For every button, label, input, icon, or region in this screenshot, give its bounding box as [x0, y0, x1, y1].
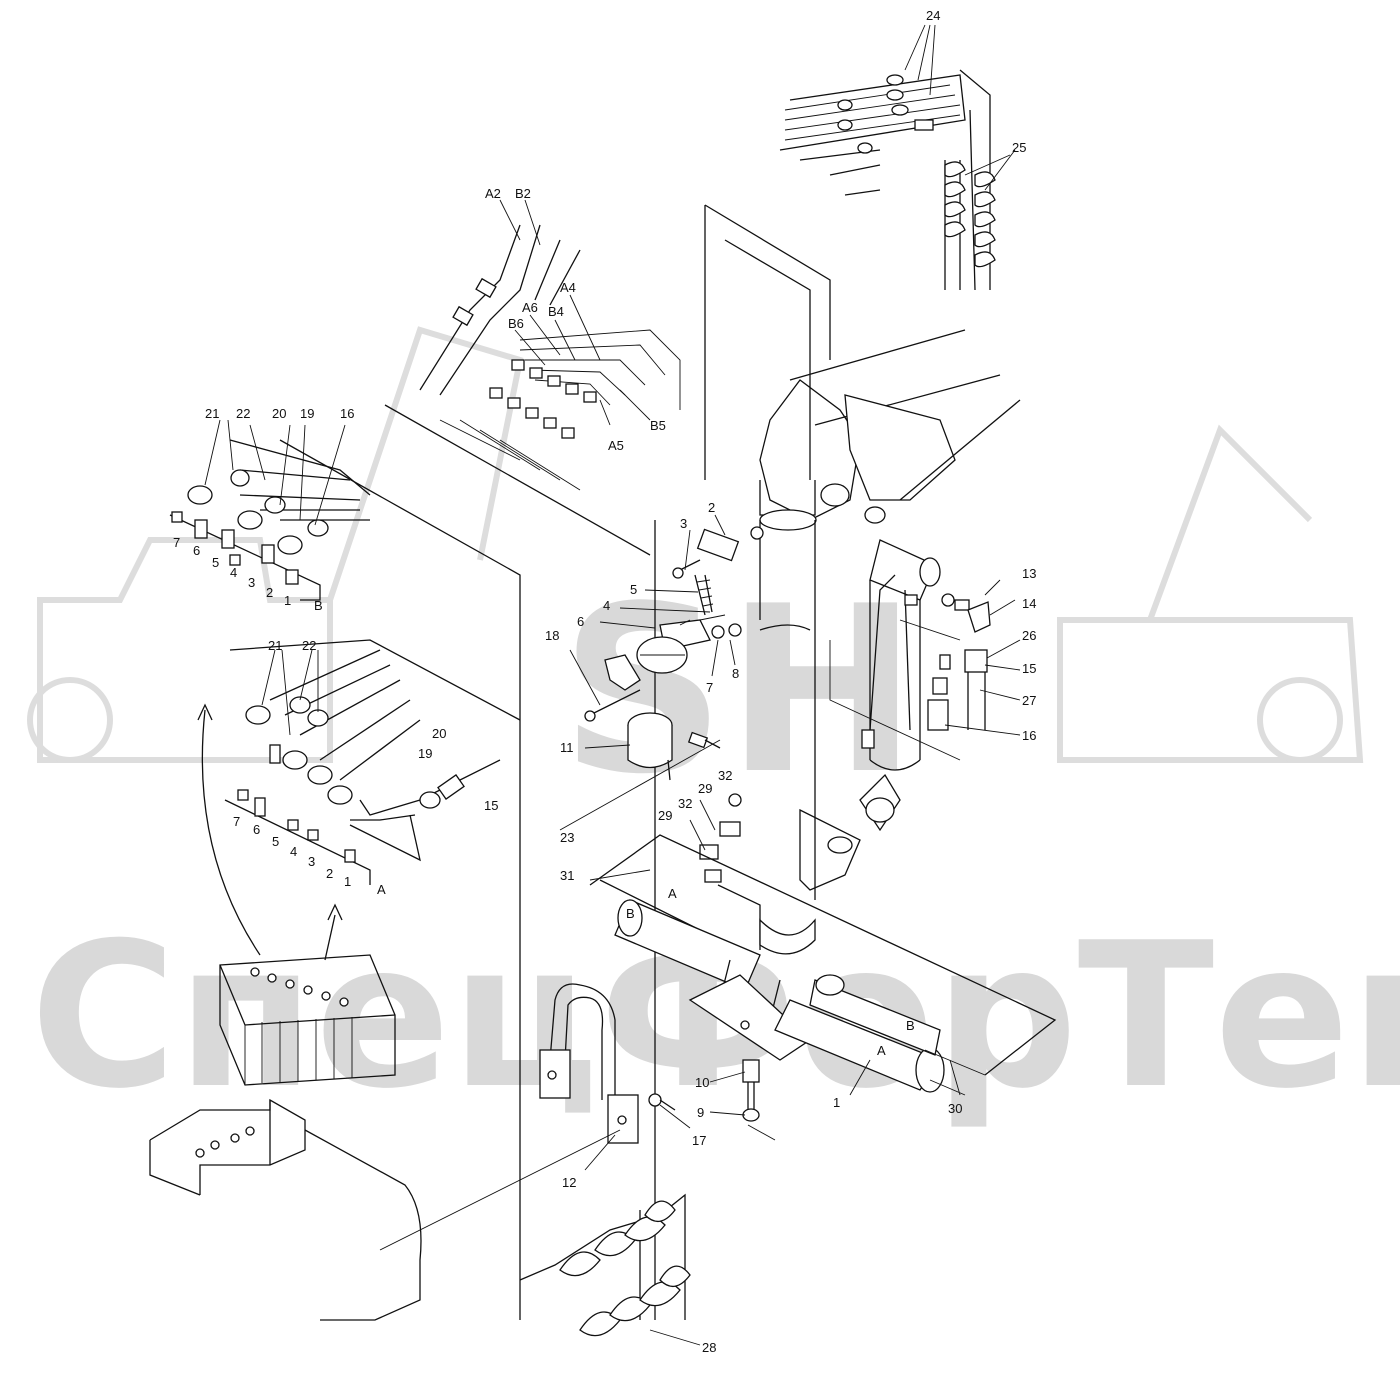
callout-23: 23: [560, 830, 574, 845]
callout-21-lower: 21: [268, 638, 282, 653]
callout-A2: A2: [485, 186, 501, 201]
callout-20-lower: 20: [432, 726, 446, 741]
callout-2-lower: 2: [326, 866, 333, 881]
callout-6: 6: [577, 614, 584, 629]
cylinder-fittings: [927, 579, 1021, 736]
callout-31: 31: [560, 868, 574, 883]
callout-26: 26: [1022, 628, 1036, 643]
callout-port-B-motor: B: [906, 1018, 915, 1033]
tank: [149, 1098, 422, 1321]
callout-3-upper: 3: [248, 575, 255, 590]
lower-travel-motors: [589, 834, 1057, 1093]
callout-15-lower: 15: [484, 798, 498, 813]
callout-B4: B4: [548, 304, 564, 319]
hose-clamp: [539, 983, 776, 1144]
callouts: 24 25 A2 B2 A4 A6 B4 B6 B5 A5 21 22 20 1…: [173, 8, 1036, 1355]
callout-29-upper: 29: [698, 781, 712, 796]
watermark-wheel-right: [1257, 677, 1343, 763]
callout-17: 17: [692, 1133, 706, 1148]
leader-lines: [379, 199, 966, 1251]
watermark-boom-right: [1147, 424, 1313, 622]
watermark-excavator-left: [37, 537, 333, 763]
watermark-logo: SH: [560, 558, 918, 825]
callout-A4: A4: [560, 280, 576, 295]
callout-3: 3: [680, 516, 687, 531]
control-valve-sections: [250, 967, 353, 1083]
callout-27: 27: [1022, 693, 1036, 708]
callout-30: 30: [948, 1101, 962, 1116]
upper-fittings: [489, 359, 597, 439]
callout-11: 11: [560, 740, 574, 755]
callout-5-upper: 5: [212, 555, 219, 570]
callout-7-lower: 7: [233, 814, 240, 829]
callout-A6: A6: [522, 300, 538, 315]
callout-1-upper: 1: [284, 593, 291, 608]
upper-hose-bundle: [419, 224, 681, 491]
callout-32-upper: 32: [718, 768, 732, 783]
callout-10: 10: [695, 1075, 709, 1090]
callout-7-upper: 7: [173, 535, 180, 550]
callout-13: 13: [1022, 566, 1036, 581]
callout-15: 15: [1022, 661, 1036, 676]
callout-port-B: B: [626, 906, 635, 921]
callout-4-lower: 4: [290, 844, 297, 859]
callout-1-lower: 1: [344, 874, 351, 889]
callout-25: 25: [1012, 140, 1026, 155]
callout-20-upper: 20: [272, 406, 286, 421]
callout-1: 1: [833, 1095, 840, 1110]
callout-8: 8: [732, 666, 739, 681]
callout-5: 5: [630, 582, 637, 597]
callout-B-upper: B: [314, 598, 323, 613]
callout-2: 2: [708, 500, 715, 515]
callout-9: 9: [697, 1105, 704, 1120]
callout-6-upper: 6: [193, 543, 200, 558]
callout-19-lower: 19: [418, 746, 432, 761]
watermark-boom-left: [327, 326, 524, 601]
callout-port-A-motor: A: [877, 1043, 886, 1058]
callout-6-lower: 6: [253, 822, 260, 837]
callout-A5: A5: [608, 438, 624, 453]
callout-14: 14: [1022, 596, 1036, 611]
callout-5-lower: 5: [272, 834, 279, 849]
callout-16: 16: [1022, 728, 1036, 743]
callout-B5: B5: [650, 418, 666, 433]
callout-19-upper: 19: [300, 406, 314, 421]
callout-4-upper: 4: [230, 565, 237, 580]
callout-12: 12: [562, 1175, 576, 1190]
callout-29-lower: 29: [658, 808, 672, 823]
bottom-spiral-guards: [519, 1193, 701, 1346]
valve-block-a: [224, 649, 501, 885]
callout-24: 24: [926, 8, 940, 23]
callout-7: 7: [706, 680, 713, 695]
spiral-guard-left: [944, 161, 966, 238]
control-valve: [197, 703, 396, 1086]
callout-2-upper: 2: [266, 585, 273, 600]
callout-port-A: A: [668, 886, 677, 901]
callout-22-upper: 22: [236, 406, 250, 421]
callout-22-lower: 22: [302, 638, 316, 653]
callout-32-lower: 32: [678, 796, 692, 811]
center-swivel: [559, 712, 761, 950]
valve-block-b: [169, 419, 371, 601]
watermark-wheel-left: [27, 677, 113, 763]
callout-16-upper: 16: [340, 406, 354, 421]
callout-21-upper: 21: [205, 406, 219, 421]
watermark-excavator-right: [1057, 617, 1364, 763]
callout-A-lower: A: [377, 882, 386, 897]
callout-18: 18: [545, 628, 559, 643]
callout-B2: B2: [515, 186, 531, 201]
spiral-guard-right: [974, 171, 996, 268]
boom-assembly: [759, 329, 1021, 900]
callout-4: 4: [603, 598, 610, 613]
top-hose-bundle: [779, 24, 1016, 291]
swivel-joint-parts: [584, 526, 811, 722]
callout-3-lower: 3: [308, 854, 315, 869]
callout-B6: B6: [508, 316, 524, 331]
callout-28: 28: [702, 1340, 716, 1355]
